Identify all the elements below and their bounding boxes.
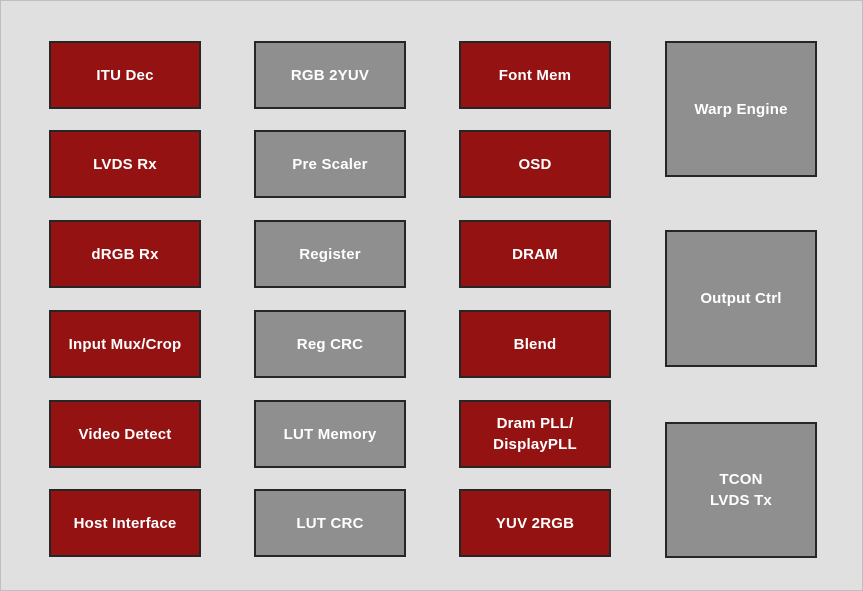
block-label: YUV 2RGB xyxy=(495,514,575,532)
block-register: Register xyxy=(254,220,406,288)
block-osd: OSD xyxy=(459,130,611,198)
block-lut-crc: LUT CRC xyxy=(254,489,406,557)
block-video-detect: Video Detect xyxy=(49,400,201,468)
block-label: Video Detect xyxy=(78,425,172,443)
block-label: Output Ctrl xyxy=(700,290,782,307)
block-itu-dec: ITU Dec xyxy=(49,41,201,109)
block-reg-crc: Reg CRC xyxy=(254,310,406,378)
block-host-interface: Host Interface xyxy=(49,489,201,557)
block-label: Reg CRC xyxy=(296,335,364,353)
block-label: dRGB Rx xyxy=(91,245,159,263)
block-drgb-rx: dRGB Rx xyxy=(49,220,201,288)
block-label: TCON LVDS Tx xyxy=(710,471,772,509)
block-tcon-lvds-tx: TCON LVDS Tx xyxy=(665,422,817,558)
block-label: RGB 2YUV xyxy=(290,66,370,84)
block-label: Warp Engine xyxy=(694,100,788,118)
block-font-mem: Font Mem xyxy=(459,41,611,109)
block-lvds-rx: LVDS Rx xyxy=(49,130,201,198)
block-label: DRAM xyxy=(512,245,558,263)
block-label: Font Mem xyxy=(498,66,572,84)
block-label: OSD xyxy=(518,155,552,173)
block-label: Register xyxy=(299,245,361,263)
block-lut-memory: LUT Memory xyxy=(254,400,406,468)
block-blend: Blend xyxy=(459,310,611,378)
block-label: LUT CRC xyxy=(296,514,364,532)
block-pre-scaler: Pre Scaler xyxy=(254,130,406,198)
block-input-mux-crop: Input Mux/Crop xyxy=(49,310,201,378)
block-dram-pll: Dram PLL/ DisplayPLL xyxy=(459,400,611,468)
block-label: LVDS Rx xyxy=(93,155,157,173)
block-yuv-2rgb: YUV 2RGB xyxy=(459,489,611,557)
block-rgb-2yuv: RGB 2YUV xyxy=(254,41,406,109)
block-output-ctrl: Output Ctrl xyxy=(665,230,817,367)
block-label: ITU Dec xyxy=(96,66,154,84)
block-label: Host Interface xyxy=(73,514,177,532)
block-dram: DRAM xyxy=(459,220,611,288)
block-label: Blend xyxy=(513,335,557,353)
block-label: Dram PLL/ DisplayPLL xyxy=(493,415,577,453)
block-label: Input Mux/Crop xyxy=(68,335,182,353)
block-warp-engine: Warp Engine xyxy=(665,41,817,177)
block-label: Pre Scaler xyxy=(292,155,368,173)
block-label: LUT Memory xyxy=(283,425,377,443)
